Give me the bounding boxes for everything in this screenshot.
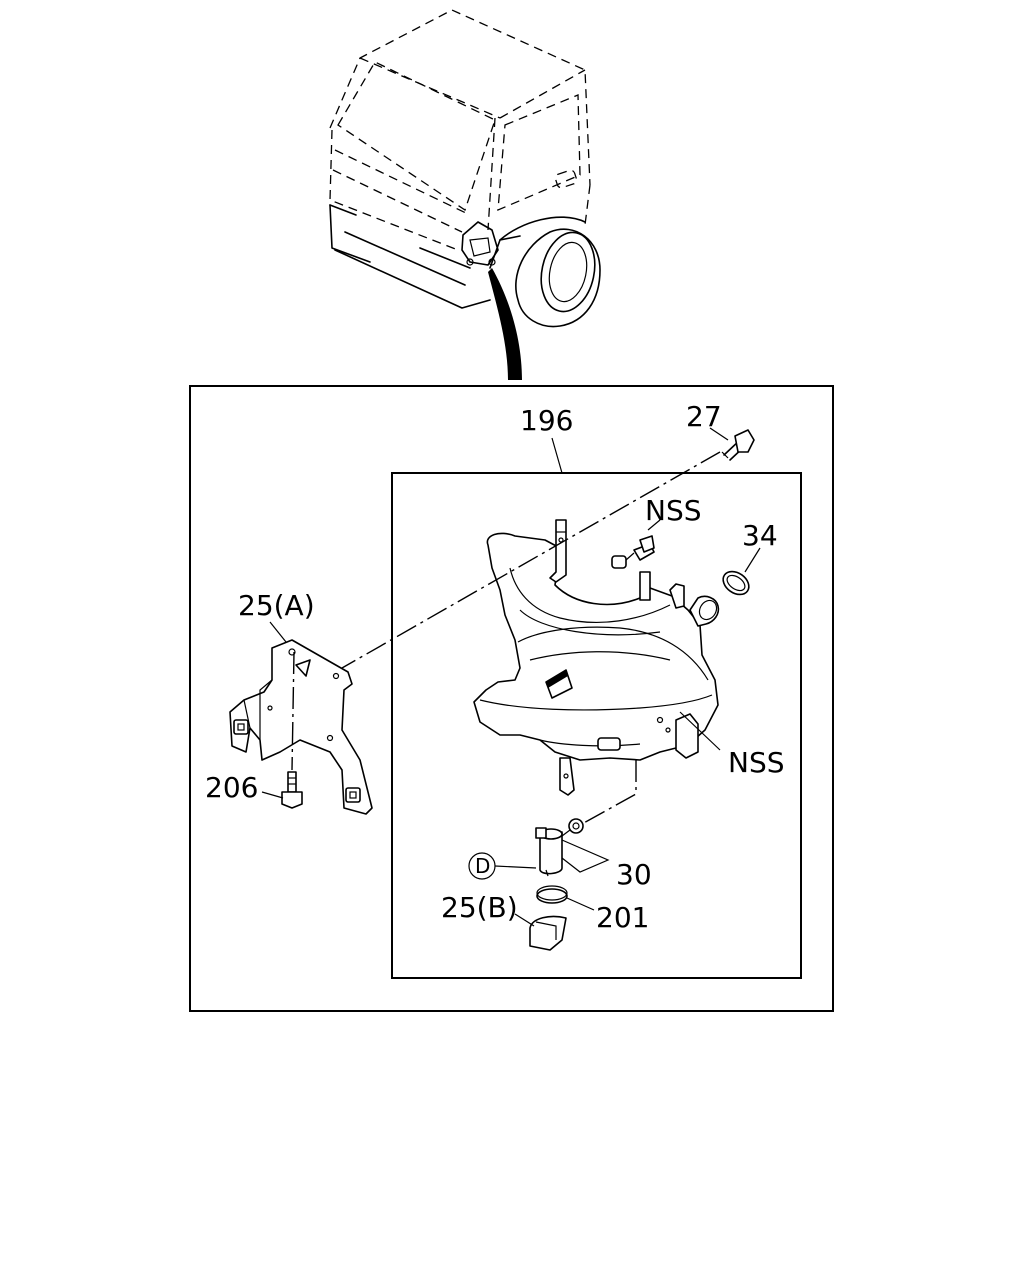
label-bolt-bottom: 206	[205, 771, 258, 804]
bolt-27	[721, 429, 755, 461]
label-assembly: 196	[520, 404, 573, 437]
label-bracket-b: 25(B)	[441, 891, 518, 924]
label-bracket-a: 25(A)	[238, 589, 315, 622]
inner-frame	[391, 472, 802, 979]
ring-201	[536, 885, 568, 904]
bracket-25a	[229, 639, 373, 815]
bracket-25b	[529, 915, 567, 951]
nss-fitting-top	[611, 519, 661, 569]
label-ring: 201	[596, 901, 649, 934]
outer-frame	[189, 385, 834, 1012]
pump-motor-30	[535, 818, 584, 877]
label-bolt-top: 27	[686, 400, 722, 433]
label-motor-mark: D	[475, 854, 490, 878]
bolt-206	[281, 771, 303, 809]
centerline-bolt	[341, 451, 721, 669]
label-nss-top: NSS	[645, 494, 702, 527]
washer-tank	[473, 519, 720, 796]
label-cap: 34	[742, 519, 778, 552]
label-nss-right: NSS	[728, 746, 785, 779]
cap-34	[722, 570, 750, 596]
centerline-motor	[581, 760, 637, 825]
centerline-bracket	[291, 651, 295, 771]
truck-cab-illustration	[329, 9, 601, 380]
label-motor: 30	[616, 858, 652, 891]
